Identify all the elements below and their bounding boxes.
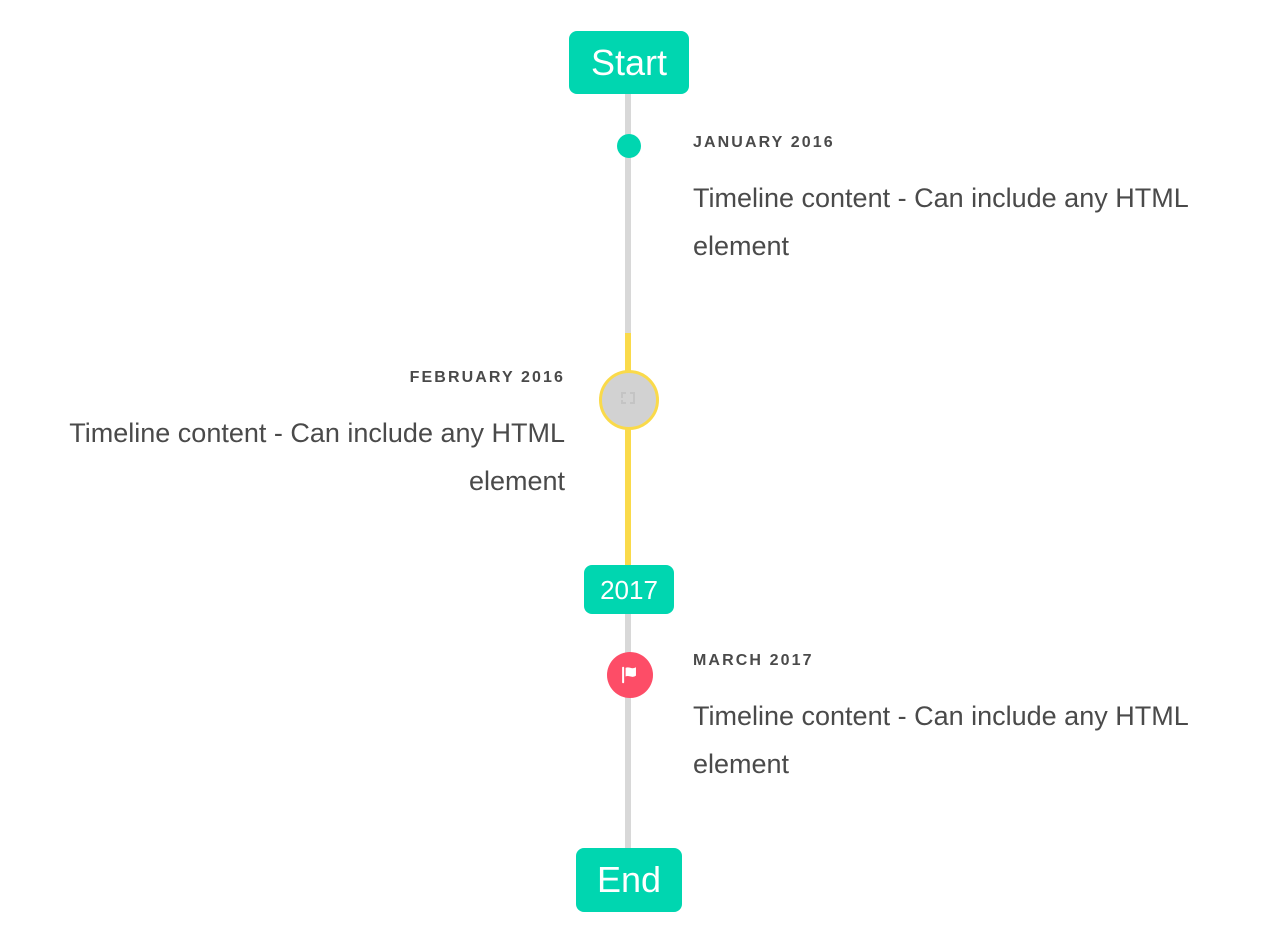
timeline-entry-date: MARCH 2017 xyxy=(693,652,814,669)
timeline-entry-march: MARCH 2017 Timeline content - Can includ… xyxy=(693,652,1233,788)
flag-icon xyxy=(622,666,636,684)
timeline-start-badge[interactable]: Start xyxy=(569,31,689,94)
timeline-entry-date: JANUARY 2016 xyxy=(693,134,835,151)
broken-image-icon xyxy=(620,392,638,408)
timeline-end-badge[interactable]: End xyxy=(576,848,682,912)
timeline-spine-segment-grey-bottom xyxy=(625,608,631,856)
timeline-spine-segment-grey-top xyxy=(625,92,631,337)
timeline-entry-date: FEBRUARY 2016 xyxy=(409,369,565,386)
timeline-spine-segment-yellow xyxy=(625,333,631,571)
timeline-entry-body: Timeline content - Can include any HTML … xyxy=(693,183,1188,262)
timeline-entry-body: Timeline content - Can include any HTML … xyxy=(693,701,1188,780)
timeline-marker-march[interactable] xyxy=(607,652,653,698)
timeline-marker-february[interactable] xyxy=(599,370,659,430)
timeline-marker-january[interactable] xyxy=(617,134,641,158)
timeline-entry-body: Timeline content - Can include any HTML … xyxy=(69,418,565,497)
timeline-entry-february: FEBRUARY 2016 Timeline content - Can inc… xyxy=(40,369,565,505)
timeline-year-badge-2017[interactable]: 2017 xyxy=(584,565,674,614)
timeline-entry-january: JANUARY 2016 Timeline content - Can incl… xyxy=(693,134,1233,270)
